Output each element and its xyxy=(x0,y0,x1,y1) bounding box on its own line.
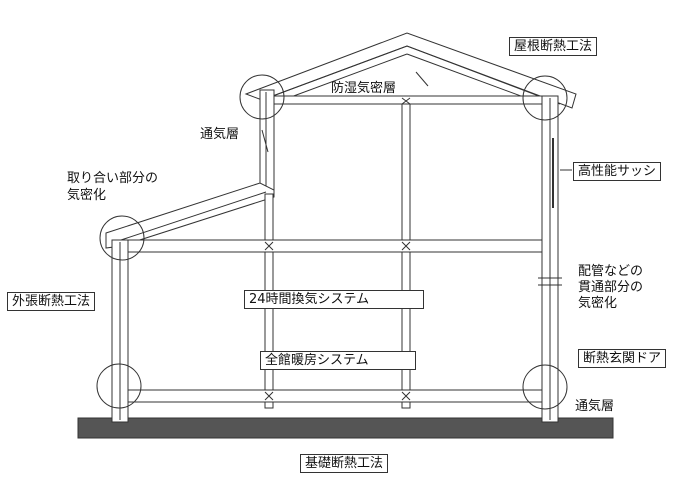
circle-base-left xyxy=(96,363,142,409)
brace-marks xyxy=(264,97,411,401)
circle-roof-left xyxy=(239,74,285,120)
leader-vent-top xyxy=(261,129,269,153)
floor-beam-2f xyxy=(127,239,543,253)
label-whole-house-heating: 全館暖房システム xyxy=(260,351,416,370)
label-vapor-barrier: 防湿気密層 xyxy=(331,81,397,96)
label-pipe-airtight-3: 気密化 xyxy=(578,296,618,311)
circle-base-right xyxy=(522,364,568,410)
ground-slab xyxy=(77,417,614,439)
label-external-insulation: 外張断熱工法 xyxy=(7,292,96,311)
label-insulated-entrance-door: 断熱玄関ドア xyxy=(578,349,667,368)
upper-left-wall xyxy=(259,89,275,191)
label-24h-ventilation: 24時間換気システム xyxy=(244,290,424,309)
label-pipe-airtight-2: 貫通部分の xyxy=(578,280,644,295)
label-ventilation-layer-top: 通気層 xyxy=(200,127,240,142)
floor-beam-1f xyxy=(127,389,543,403)
lower-roof xyxy=(105,182,275,249)
label-junction-airtight-2: 気密化 xyxy=(67,188,107,203)
label-junction-airtight-1: 取り合い部分の xyxy=(67,171,159,186)
label-foundation-insulation: 基礎断熱工法 xyxy=(300,454,389,473)
label-pipe-airtight-1: 配管などの xyxy=(578,264,644,279)
label-roof-insulation: 屋根断熱工法 xyxy=(509,37,598,56)
circle-roof-right xyxy=(522,75,568,121)
upper-roof-inner xyxy=(261,45,561,105)
circle-lower-roof xyxy=(99,215,145,261)
lower-roof-inner xyxy=(120,191,267,241)
label-ventilation-layer-bottom: 通気層 xyxy=(575,399,615,414)
label-high-performance-sash: 高性能サッシ xyxy=(573,162,662,181)
leader-vapor xyxy=(415,71,429,87)
